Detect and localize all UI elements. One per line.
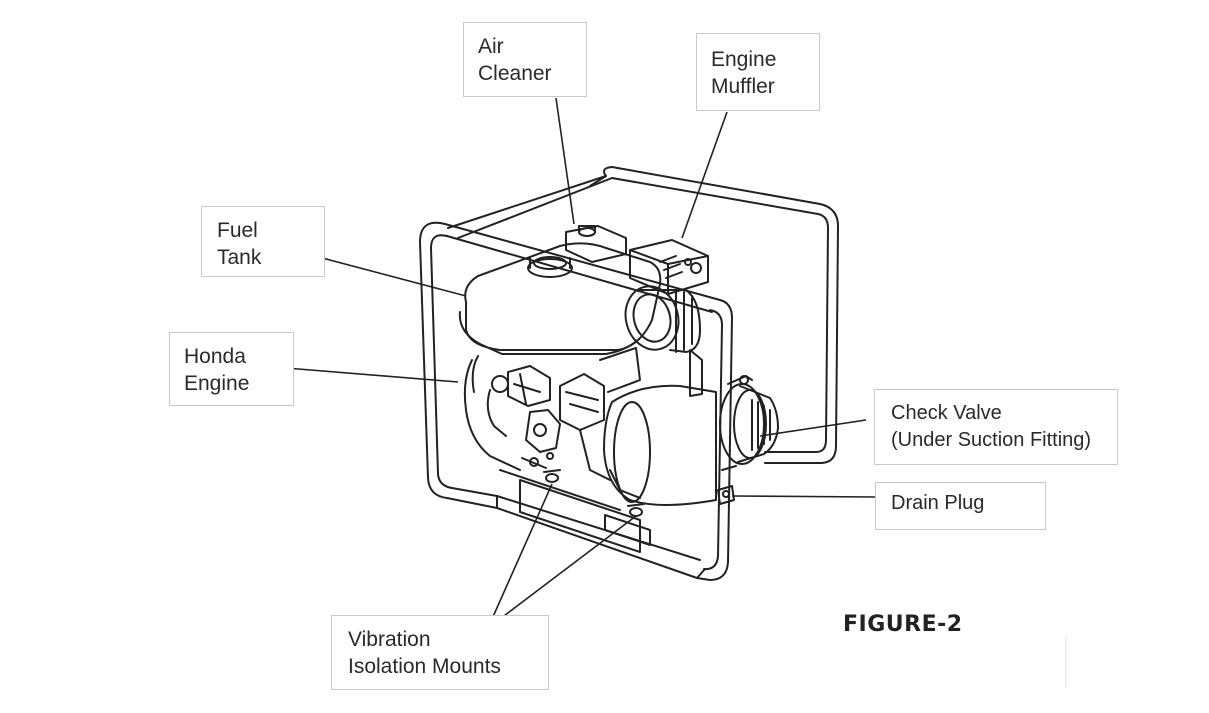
leader-air-cleaner xyxy=(555,97,575,225)
muffler-drawing xyxy=(629,239,709,295)
honda-engine-label-line1: Honda xyxy=(184,345,246,368)
callout-check-valve: Check Valve (Under Suction Fitting) xyxy=(874,389,1118,465)
drain-plug-drawing xyxy=(717,485,735,505)
callout-drain-plug: Drain Plug xyxy=(875,482,1046,530)
drain-plug-label: Drain Plug xyxy=(891,492,985,514)
figure-caption: FIGURE-2 xyxy=(843,612,963,637)
air-cleaner-drawing xyxy=(565,225,627,263)
engine-muffler-label-line1: Engine xyxy=(711,48,777,71)
honda-engine-label-line2: Engine xyxy=(184,372,250,395)
vibration-mounts-label-line1: Vibration xyxy=(348,628,431,651)
engine-drawing xyxy=(463,347,641,481)
base-skid xyxy=(499,469,651,553)
callout-fuel-tank: Fuel Tank xyxy=(201,206,325,277)
leader-honda-engine xyxy=(285,367,459,383)
discharge-outlet-drawing xyxy=(624,285,703,397)
leader-drain-plug xyxy=(731,495,877,498)
check-valve-label-line2: (Under Suction Fitting) xyxy=(891,429,1092,451)
leader-engine-muffler xyxy=(681,111,728,239)
leader-mount-rear xyxy=(487,483,553,629)
air-cleaner-label-line2: Cleaner xyxy=(478,62,552,85)
suction-fitting-drawing xyxy=(719,375,779,471)
callout-honda-engine: Honda Engine xyxy=(169,332,294,406)
air-cleaner-label-line1: Air xyxy=(478,35,504,58)
leader-mount-front xyxy=(487,515,637,629)
leader-lines xyxy=(285,97,877,629)
callout-vibration-mounts: Vibration Isolation Mounts xyxy=(331,615,549,690)
isolation-mounts-drawing xyxy=(543,469,645,517)
fuel-tank-label-line2: Tank xyxy=(217,246,262,269)
check-valve-label-line1: Check Valve xyxy=(891,402,1002,424)
leader-check-valve xyxy=(759,419,867,437)
fuel-tank-label-line1: Fuel xyxy=(217,219,258,242)
rear-frame-tube xyxy=(589,166,839,464)
callout-engine-muffler: Engine Muffler xyxy=(696,33,820,111)
fuel-tank-drawing xyxy=(458,242,662,355)
callout-air-cleaner: Air Cleaner xyxy=(463,22,587,97)
vibration-mounts-label-line2: Isolation Mounts xyxy=(348,655,501,678)
pump-volute-drawing xyxy=(603,384,717,506)
front-frame-tube xyxy=(419,175,733,581)
engine-muffler-label-line2: Muffler xyxy=(711,75,775,98)
